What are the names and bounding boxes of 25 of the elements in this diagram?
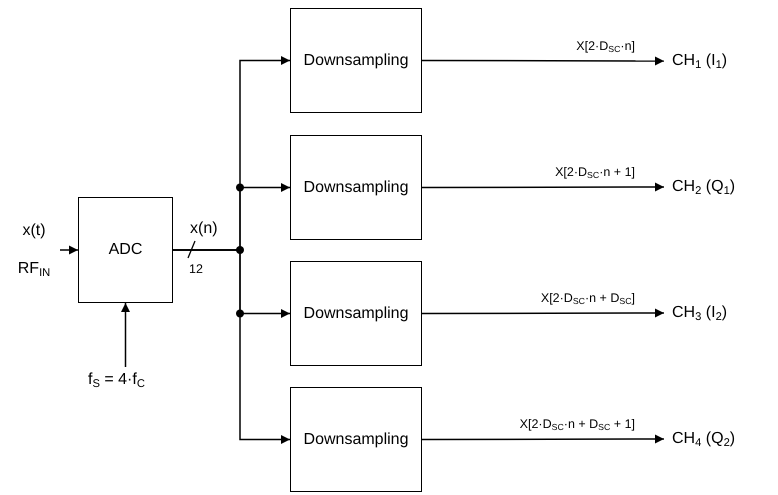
signal-label: CH$_{3}$ (I$_{2}$) (672, 301, 772, 325)
arrow (60, 246, 78, 254)
bus-width-label: 12 (188, 262, 204, 276)
signal-label: x(n) (189, 222, 219, 236)
signal-label: CH$_{2}$ (Q$_{1}$) (672, 175, 772, 199)
signal-label: RF$_{IN}$ (18, 260, 50, 278)
signal-label: CH$_{4}$ (Q$_{2}$) (672, 427, 772, 451)
edge-label: X[2·D$_{SC}$·n + D$_{SC}$ + 1] (518, 417, 636, 431)
arrow (422, 308, 664, 318)
arrow (121, 303, 130, 367)
arrow (422, 434, 664, 444)
arrow (173, 249, 290, 444)
signal-label: CH$_{1}$ (I$_{1}$) (672, 49, 772, 73)
process-box: Downsampling (290, 261, 422, 366)
edge-label: X[2·D$_{SC}$·n] (575, 39, 636, 53)
adc-block: ADC (78, 197, 173, 303)
edge-label: X[2·D$_{SC}$·n + 1] (554, 165, 636, 179)
signal-label: f$_{S}$ = 4·f$_{C}$ (88, 368, 178, 392)
edge-label: X[2·D$_{SC}$·n + D$_{SC}$] (540, 291, 636, 305)
arrow (422, 56, 664, 66)
arrow (422, 182, 664, 192)
signal-label: x(t) (22, 222, 46, 240)
process-box: Downsampling (290, 387, 422, 492)
process-box: Downsampling (290, 135, 422, 240)
process-box: Downsampling (290, 8, 422, 113)
